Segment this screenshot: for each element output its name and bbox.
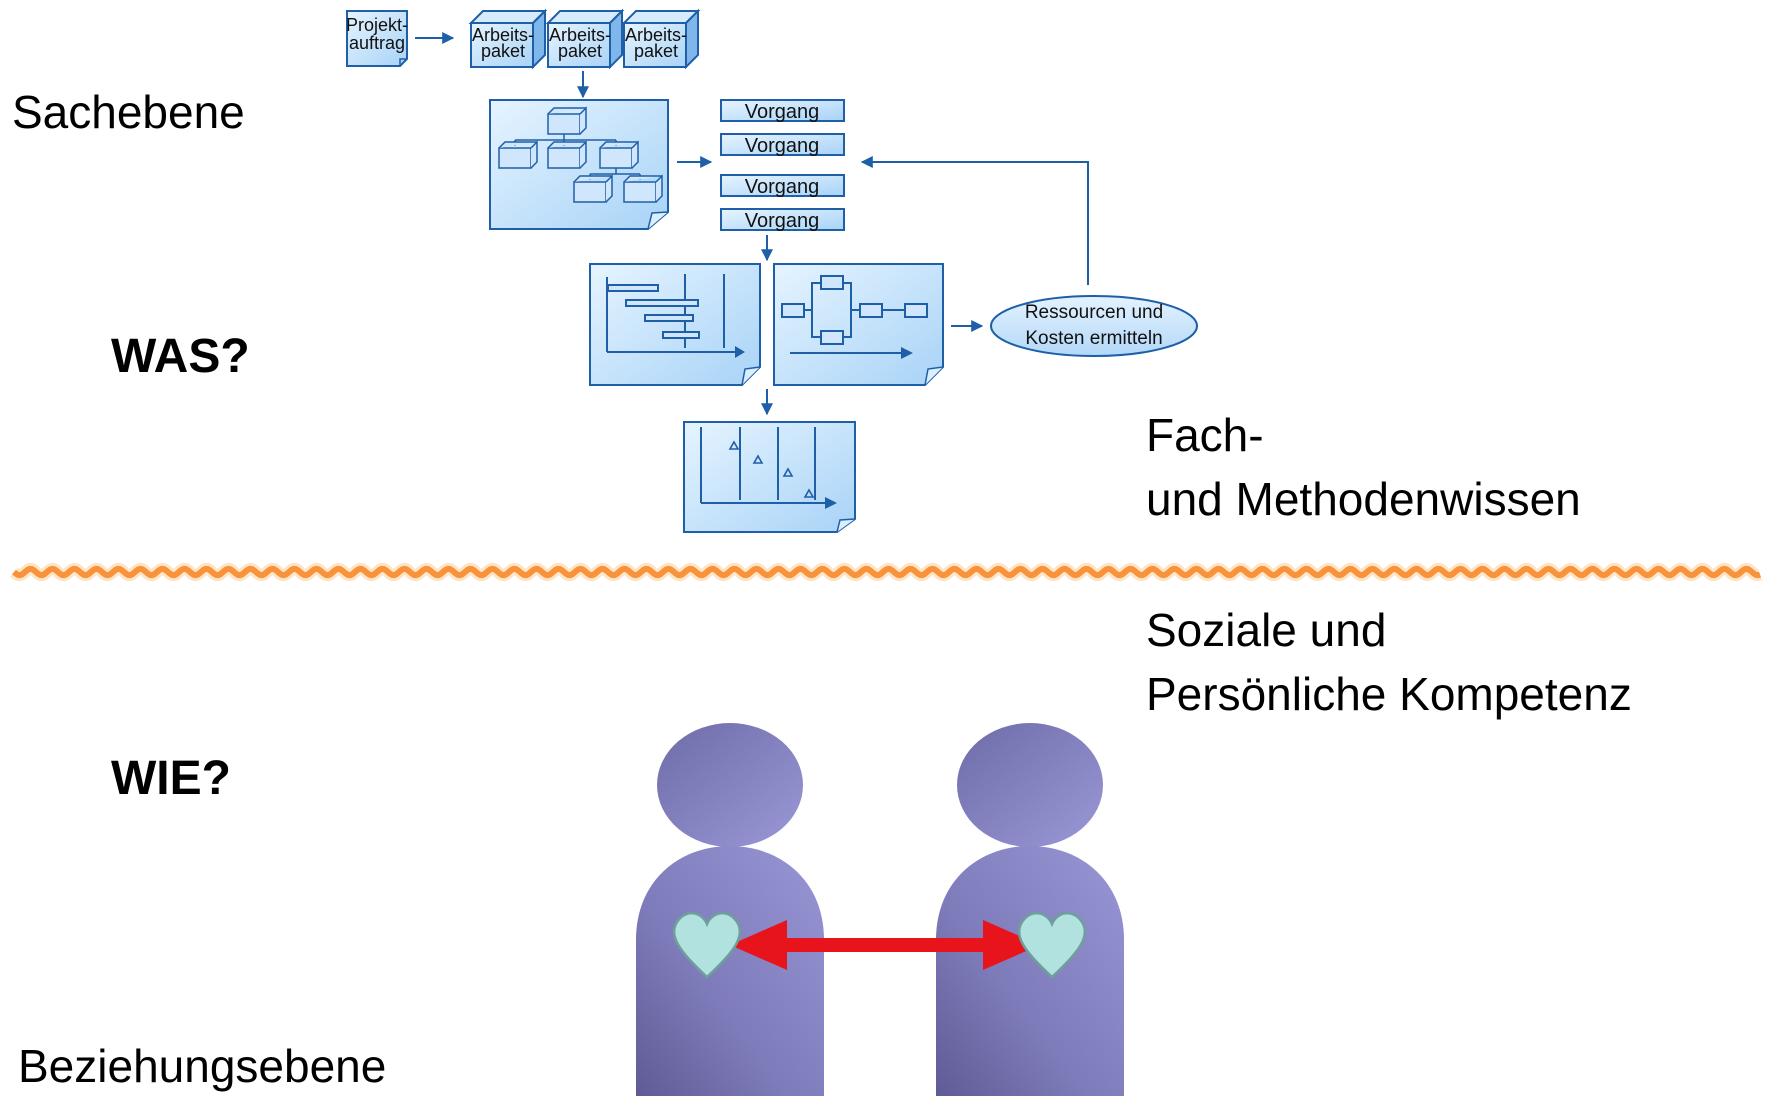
- arbeitspaket-2-label-2: paket: [558, 41, 602, 61]
- wie-label: WIE?: [111, 752, 231, 805]
- ressourcen-label-1: Ressourcen und: [1025, 302, 1163, 323]
- projektauftrag-label-2: auftrag: [349, 33, 405, 53]
- arbeitspaket-box-2: Arbeits- paket: [545, 8, 625, 70]
- vorgang-box: [720, 174, 845, 197]
- was-label: WAS?: [111, 330, 250, 383]
- arbeitspaket-1-label-1: Arbeits-: [472, 25, 534, 45]
- heart-icon: [672, 912, 742, 979]
- person-right: [936, 723, 1124, 1096]
- person-body: [636, 846, 824, 1096]
- ressourcen-kosten-ellipse: Ressourcen und Kosten ermitteln: [990, 295, 1198, 357]
- beziehungsebene-label: Beziehungsebene: [18, 1040, 387, 1092]
- arbeitspaket-box-1: Arbeits- paket: [468, 8, 548, 70]
- person-body: [936, 846, 1124, 1096]
- ressourcen-label-2: Kosten ermitteln: [1025, 328, 1162, 349]
- person-head: [957, 723, 1103, 847]
- arbeitspaket-2-label-1: Arbeits-: [549, 25, 611, 45]
- vorgang-list: Vorgang Vorgang Vorgang Vorgang: [720, 99, 845, 232]
- sachebene-label: Sachebene: [12, 86, 245, 138]
- person-left: [636, 723, 824, 1096]
- divider-wave: [12, 565, 1762, 579]
- vorgang-label: Vorgang: [745, 135, 820, 157]
- projektauftrag-box: Projekt- auftrag: [346, 10, 408, 67]
- arbeitspaket-3-label-2: paket: [634, 41, 678, 61]
- network-plan-document: [773, 263, 944, 386]
- sozial-line-1: Soziale und: [1146, 604, 1387, 656]
- structure-chart-document: [489, 99, 669, 230]
- milestone-chart-document: [683, 421, 856, 533]
- vorgang-label: Vorgang: [745, 176, 820, 198]
- projektauftrag-label-1: Projekt-: [346, 15, 408, 35]
- divider-wave-glow: [10, 562, 1763, 582]
- arbeitspaket-3-label-1: Arbeits-: [625, 25, 687, 45]
- vorgang-label: Vorgang: [745, 101, 820, 123]
- relationship-double-arrow: [730, 920, 1040, 970]
- gantt-chart-document: [589, 263, 761, 386]
- vorgang-label: Vorgang: [745, 210, 820, 232]
- fach-line-2: und Methodenwissen: [1146, 473, 1581, 525]
- sozial-line-2: Persönliche Kompetenz: [1146, 668, 1632, 720]
- person-head: [657, 723, 803, 847]
- soziale-kompetenz-label: Soziale und Persönliche Kompetenz: [1146, 598, 1632, 726]
- vorgang-box: [720, 208, 845, 231]
- fach-line-1: Fach-: [1146, 409, 1264, 461]
- vorgang-box: [720, 99, 845, 122]
- vorgang-box: [720, 133, 845, 156]
- feedback-arrow: [860, 156, 1089, 285]
- arbeitspaket-1-label-2: paket: [481, 41, 525, 61]
- fach-methodenwissen-label: Fach- und Methodenwissen: [1146, 403, 1581, 531]
- heart-icon: [1017, 912, 1087, 979]
- arbeitspaket-box-3: Arbeits- paket: [621, 8, 701, 70]
